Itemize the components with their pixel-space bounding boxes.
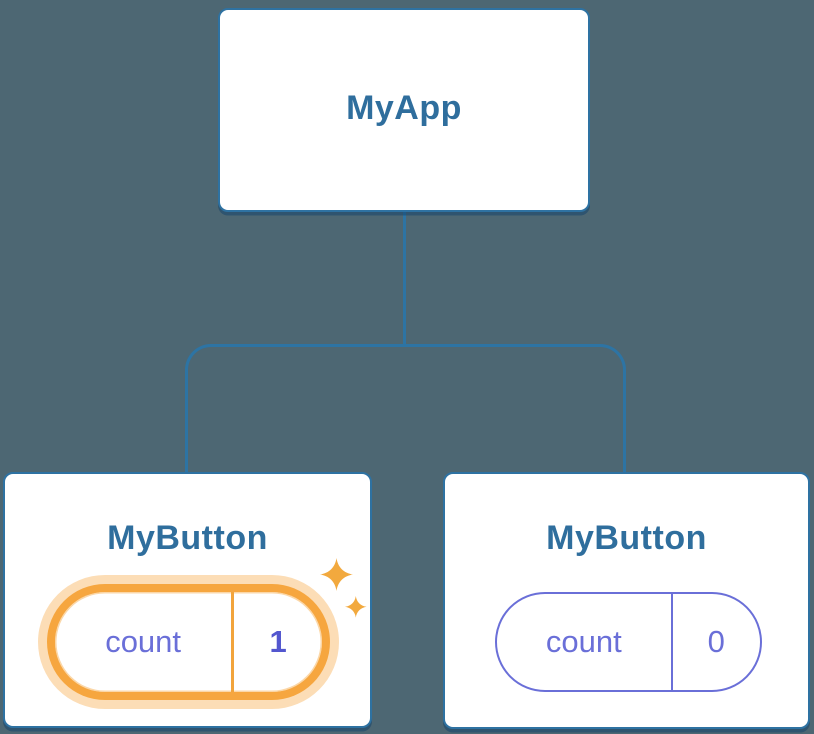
state-key-label: count — [105, 624, 182, 659]
node-mybutton-updated-label: MyButton — [107, 519, 268, 557]
connector-branch-bracket — [185, 344, 626, 472]
node-mybutton-plain: MyButton count 0 — [443, 472, 810, 729]
state-pill-highlighted: count 1 — [55, 592, 322, 692]
state-key-label: count — [545, 624, 622, 659]
state-value-label: 0 — [670, 594, 760, 690]
connector-root-stem — [403, 211, 406, 346]
state-pill-plain: count 0 — [495, 592, 762, 692]
node-mybutton-plain-label: MyButton — [546, 519, 707, 557]
node-mybutton-updated: MyButton count 1 — [3, 472, 372, 728]
node-myapp-label: MyApp — [346, 89, 462, 127]
node-myapp: MyApp — [218, 8, 590, 212]
state-value-label: 1 — [231, 592, 322, 692]
sparkle-icon — [320, 558, 367, 618]
